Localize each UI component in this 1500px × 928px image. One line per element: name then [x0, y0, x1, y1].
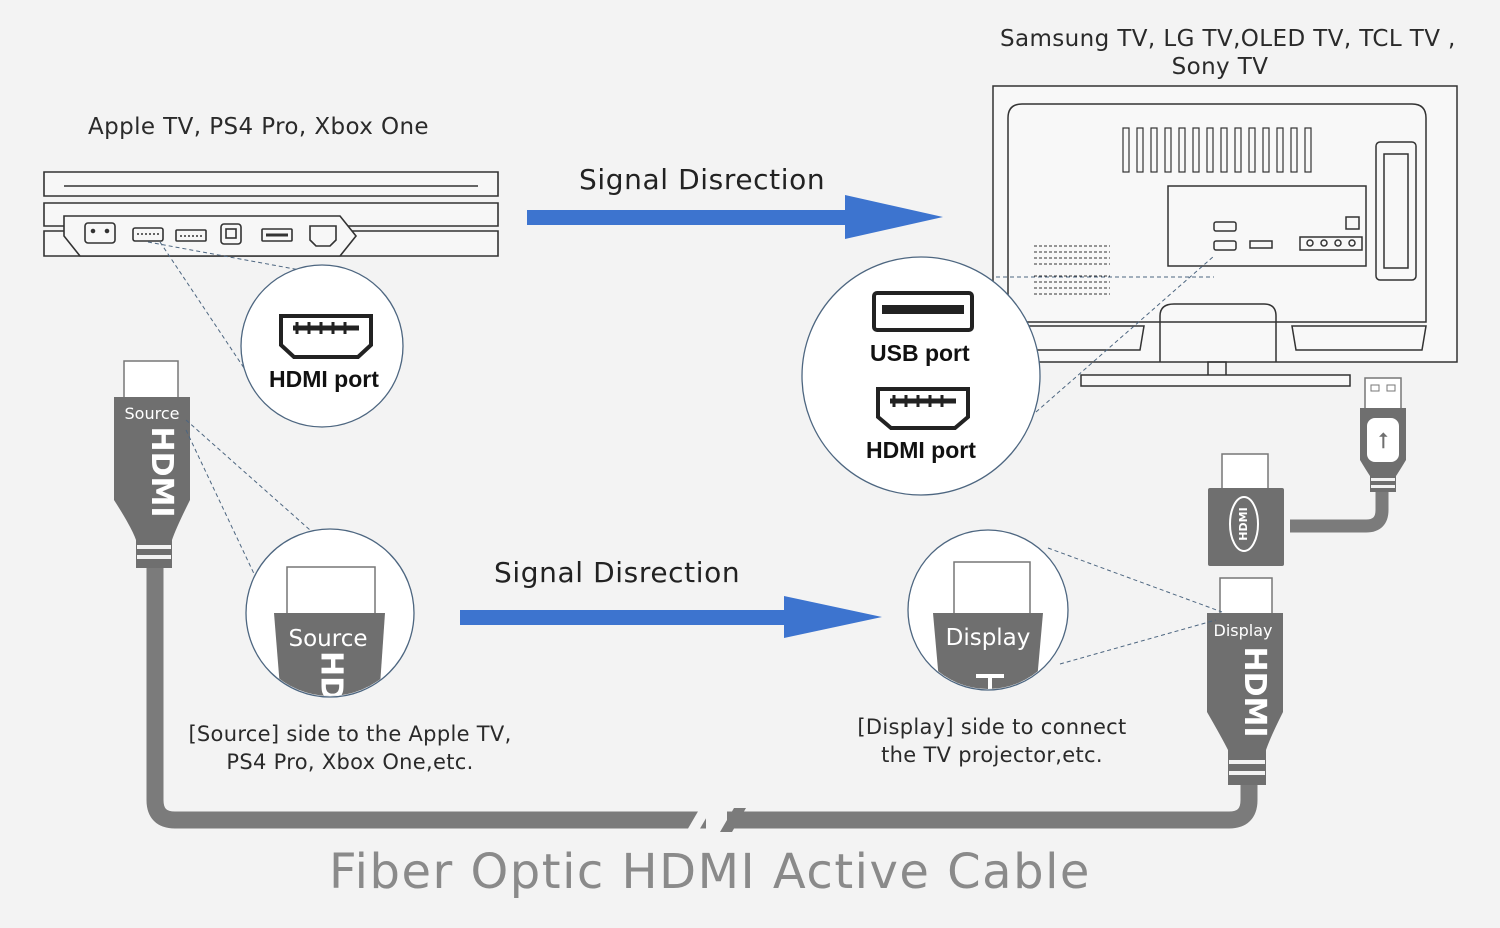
signal-arrow-bottom [460, 596, 882, 638]
console-callout-lines [147, 241, 301, 369]
signal-arrow-top [527, 195, 943, 239]
signal-direction-bottom-label: Signal Disrection [494, 556, 741, 589]
tv-speaker [1034, 245, 1110, 295]
tv-usb-port-label: USB port [870, 340, 970, 366]
game-console [43, 171, 499, 257]
display-connector-hdmi-text: HDMI [1237, 646, 1272, 737]
source-note-line2: PS4 Pro, Xbox One,etc. [226, 750, 474, 774]
source-hdmi-connector: Source HDMI [114, 360, 190, 568]
adapter-hdmi-text: HDMI [1237, 507, 1250, 540]
source-connector-text: Source [125, 404, 180, 423]
source-connector-hdmi-text: HDMI [144, 426, 179, 517]
usb-power-plug: ⭡ [1290, 377, 1406, 533]
display-note-line1: [Display] side to connect [857, 715, 1127, 739]
usb-trident-icon: ⭡ [1378, 429, 1388, 454]
hdmi-power-adapter: HDMI [1208, 453, 1284, 566]
cable-break [686, 808, 746, 832]
tv-hdmi-port-label: HDMI port [866, 437, 976, 463]
tv-ports-callout [801, 256, 1041, 496]
tv-hdmi-port-icon [876, 387, 970, 430]
fiber-cable [146, 565, 1258, 829]
signal-direction-top-label: Signal Disrection [579, 163, 826, 196]
source-connector-callout: Source HD [185, 419, 415, 701]
display-connector-callout: Display [907, 529, 1223, 691]
tv-label-line1: Samsung TV, LG TV,OLED TV, TCL TV , [1000, 26, 1456, 52]
usb-port-icon [872, 291, 974, 332]
tv-vents [1122, 127, 1312, 173]
display-zoom-text: Display [946, 625, 1031, 651]
console-hdmi-port-callout [240, 264, 404, 428]
source-note-line1: [Source] side to the Apple TV, [188, 722, 512, 746]
page-title: Fiber Optic HDMI Active Cable [329, 844, 1091, 900]
display-connector-text: Display [1214, 621, 1273, 640]
tv-callout-lines [996, 255, 1215, 413]
console-hdmi-port-label: HDMI port [269, 366, 379, 392]
source-zoom-text: Source [289, 626, 368, 652]
tv-label-line2: Sony TV [1171, 54, 1269, 80]
source-zoom-partial: HD [314, 651, 349, 701]
hdmi-port-icon [279, 314, 373, 359]
display-note-line2: the TV projector,etc. [881, 743, 1103, 767]
television [992, 85, 1458, 387]
source-device-label: Apple TV, PS4 Pro, Xbox One [88, 114, 429, 140]
display-hdmi-connector: Display HDMI [1207, 577, 1283, 785]
